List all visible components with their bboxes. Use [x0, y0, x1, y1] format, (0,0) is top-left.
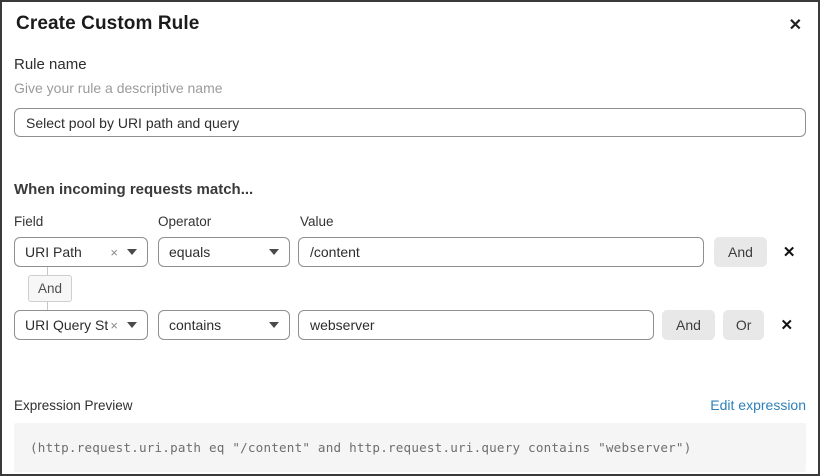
connector-line-bottom — [47, 302, 48, 310]
chevron-down-icon — [127, 322, 137, 328]
value-input-row1[interactable] — [298, 237, 704, 267]
field-select-row2-value: URI Query St... — [25, 317, 109, 333]
dialog-header: Create Custom Rule ✕ — [2, 2, 818, 38]
dialog-title: Create Custom Rule — [16, 13, 200, 34]
field-select-row1-value: URI Path — [25, 244, 82, 260]
expression-preview-box: (http.request.uri.path eq "/content" and… — [14, 423, 806, 472]
remove-condition-icon-row1[interactable]: ✕ — [782, 243, 796, 261]
rule-name-label: Rule name — [14, 56, 87, 73]
value-column-label: Value — [300, 214, 334, 229]
or-button-row2[interactable]: Or — [722, 310, 765, 340]
operator-select-row2-value: contains — [169, 317, 222, 333]
field-select-row2[interactable]: URI Query St... × — [14, 310, 148, 340]
value-input-row2[interactable] — [298, 310, 654, 340]
chevron-down-icon — [269, 249, 279, 255]
rule-name-input[interactable] — [14, 108, 806, 137]
connector-and-badge: And — [28, 275, 73, 302]
close-icon[interactable]: ✕ — [787, 14, 804, 38]
chevron-down-icon — [269, 322, 279, 328]
condition-row-1: URI Path × equals And ✕ — [14, 237, 806, 267]
clear-selection-icon[interactable]: × — [110, 244, 118, 260]
condition-connector: And — [14, 267, 806, 310]
expression-preview-header: Expression Preview Edit expression — [14, 397, 806, 413]
operator-select-row1[interactable]: equals — [158, 237, 290, 267]
condition-row-2: URI Query St... × contains And Or ✕ — [14, 310, 806, 340]
match-section-heading: When incoming requests match... — [14, 181, 254, 198]
operator-select-row1-value: equals — [169, 244, 211, 260]
and-button-row2[interactable]: And — [662, 310, 715, 340]
expression-preview-code: (http.request.uri.path eq "/content" and… — [30, 440, 692, 455]
operator-select-row2[interactable]: contains — [158, 310, 290, 340]
chevron-down-icon — [127, 249, 137, 255]
edit-expression-link[interactable]: Edit expression — [710, 397, 806, 413]
field-select-row1[interactable]: URI Path × — [14, 237, 148, 267]
condition-column-labels: Field Operator Value — [14, 214, 806, 229]
expression-preview-label: Expression Preview — [14, 398, 133, 413]
rule-name-hint: Give your rule a descriptive name — [14, 80, 223, 96]
field-column-label: Field — [14, 214, 44, 229]
clear-selection-icon[interactable]: × — [110, 317, 118, 333]
and-button-row1[interactable]: And — [714, 237, 767, 267]
operator-column-label: Operator — [158, 214, 212, 229]
connector-line-top — [47, 267, 48, 275]
remove-condition-icon-row2[interactable]: ✕ — [780, 316, 794, 334]
